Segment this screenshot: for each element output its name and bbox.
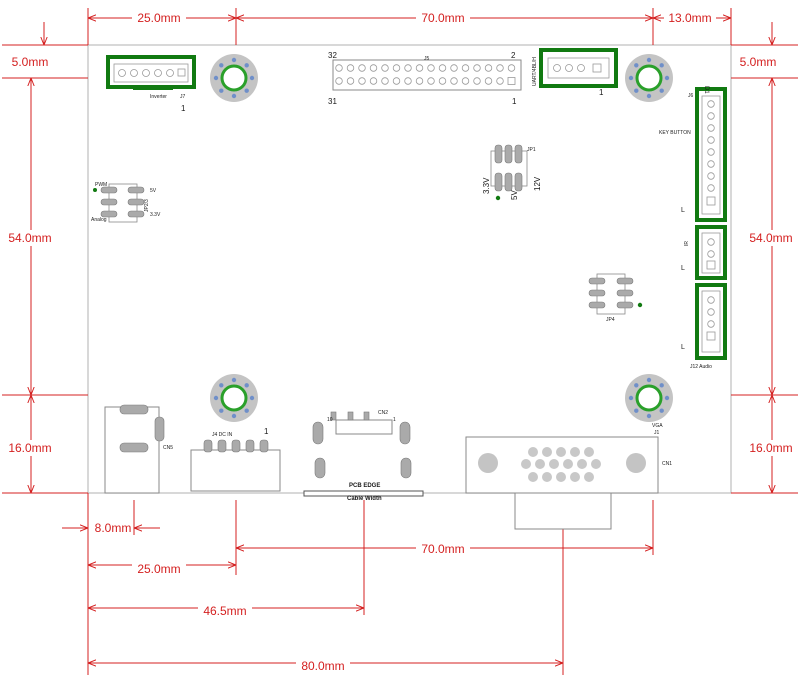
uart-label: UART/4BL/H xyxy=(532,57,538,86)
connector-j12-audio: L J12 Audio xyxy=(681,283,727,370)
jumper-jp2-3: PWM Analog 5V 3.3V JP2/3 xyxy=(91,182,161,223)
inverter-label: Inverter xyxy=(150,94,167,100)
jumper-jp4: JP4 xyxy=(588,273,643,323)
l1-label: L xyxy=(681,207,685,214)
ir-label: IR xyxy=(684,241,690,246)
connector-ir: IR L xyxy=(681,225,727,280)
mounting-hole-top-left xyxy=(208,52,260,104)
dim-right-top: 5.0mm xyxy=(740,55,777,69)
j7-label: J7 xyxy=(180,94,186,100)
dim-bottom-25: 25.0mm xyxy=(137,562,180,576)
dim-bottom-8: 8.0mm xyxy=(95,521,132,535)
dim-top-middle: 70.0mm xyxy=(421,11,464,25)
jp2-3-label: JP2/3 xyxy=(144,199,150,212)
connector-vga: VGA J1 CN1 xyxy=(465,423,672,530)
key-button-label: KEY BUTTON xyxy=(659,130,691,136)
mounting-hole-top-right xyxy=(623,52,675,104)
cn2-pin10-label: 10 xyxy=(327,417,333,423)
cable-width-label: Cable Width xyxy=(347,496,382,502)
j5-pin1-label: 1 xyxy=(512,97,517,106)
j1-label: J1 xyxy=(654,430,660,436)
33v-jp1-label: 3.3V xyxy=(482,177,491,194)
dim-top-left: 25.0mm xyxy=(137,11,180,25)
cn2-pin1-label: 1 xyxy=(393,417,396,423)
jumper-jp1: JP1 3.3V 5V 12V xyxy=(482,144,542,201)
j6-label: J6 xyxy=(688,93,694,99)
dim-left-middle: 54.0mm xyxy=(8,231,51,245)
connector-j4-dc-in: J4 DC IN 1 xyxy=(190,427,281,492)
dim-bottom-46: 46.5mm xyxy=(203,604,246,618)
mounting-hole-bottom-left xyxy=(208,372,260,424)
dim-bottom-80: 80.0mm xyxy=(301,659,344,673)
dimension-labels: 25.0mm 70.0mm 13.0mm 5.0mm 54.0mm 16.0mm… xyxy=(4,10,798,674)
j5-label: J5 xyxy=(424,56,430,62)
connector-cn5: CN5 xyxy=(104,404,173,494)
cn1-label: CN1 xyxy=(662,461,672,467)
cn2-label: CN2 xyxy=(378,410,388,416)
j4-dcin-label: J4 DC IN xyxy=(212,432,233,438)
l2-label: L xyxy=(681,265,685,272)
j5-pin31-label: 31 xyxy=(328,97,337,106)
dim-top-right: 13.0mm xyxy=(668,11,711,25)
j7-pin1-label: 1 xyxy=(181,104,186,113)
board-outline xyxy=(87,44,732,494)
uart-pin1-label: 1 xyxy=(599,88,604,97)
connector-j6-key-button: J6 KEY BUTTON D1 L xyxy=(659,86,727,222)
dim-right-middle: 54.0mm xyxy=(749,231,792,245)
pcb-edge-label: PCB EDGE xyxy=(349,483,380,489)
analog-label: Analog xyxy=(91,217,107,223)
l3-label: L xyxy=(681,344,685,351)
5v-left-label: 5V xyxy=(150,188,157,194)
mounting-hole-bottom-right xyxy=(623,372,675,424)
pwm-label: PWM xyxy=(95,182,107,188)
12v-jp1-label: 12V xyxy=(533,176,542,191)
connector-j7-inverter: Inverter J7 1 xyxy=(106,55,196,113)
dimension-lines xyxy=(2,8,798,675)
cn5-label: CN5 xyxy=(163,445,173,451)
vga-label: VGA xyxy=(652,423,663,429)
dim-right-bottom: 16.0mm xyxy=(749,441,792,455)
j5-pin32-label: 32 xyxy=(328,51,337,60)
dim-left-bottom: 16.0mm xyxy=(8,441,51,455)
33v-left-label: 3.3V xyxy=(150,212,161,218)
dim-left-top: 5.0mm xyxy=(12,55,49,69)
connector-cn2: 10 CN2 1 PCB EDGE Cable Width xyxy=(303,410,424,502)
j4-pin1-label: 1 xyxy=(264,427,269,436)
5v-jp1-label: 5V xyxy=(510,190,519,200)
connector-uart: UART/4BL/H 1 xyxy=(532,48,618,97)
jp1-label: JP1 xyxy=(527,147,536,153)
j5-pin2-label: 2 xyxy=(511,51,516,60)
d1-label: D1 xyxy=(703,86,709,94)
dim-bottom-70: 70.0mm xyxy=(421,542,464,556)
j12-audio-label: J12 Audio xyxy=(690,364,712,370)
connector-j5-header: 32 J5 2 31 1 xyxy=(328,51,522,106)
jp4-label: JP4 xyxy=(606,317,615,323)
